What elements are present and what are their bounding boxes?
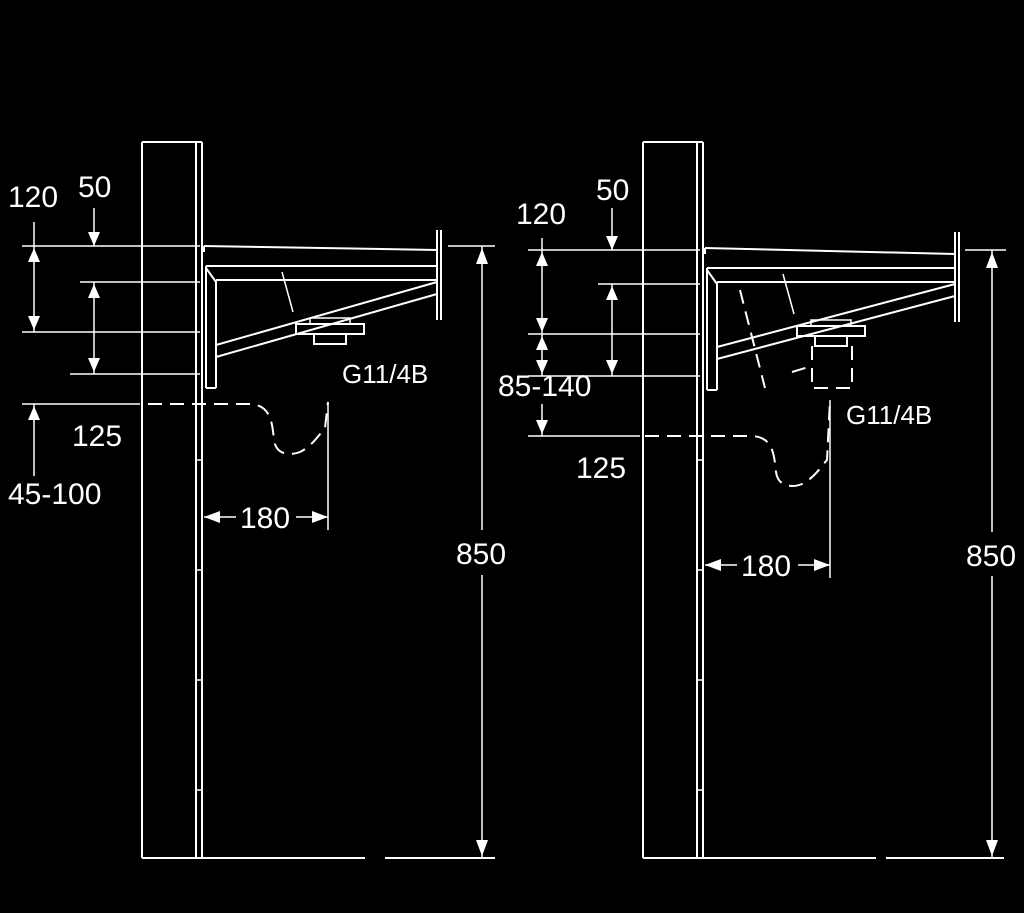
left-dim-120-label: 120 — [8, 181, 58, 214]
right-dim-125: 125 — [528, 283, 700, 485]
left-dim-850: 850 — [448, 245, 506, 858]
right-wall — [642, 141, 1004, 859]
left-thread-label: G11/4B — [342, 359, 428, 389]
right-dim-50-label: 50 — [596, 174, 629, 207]
left-dim-180: 180 — [204, 402, 329, 535]
left-dim-45-100: 45-100 — [8, 403, 140, 511]
right-dim-120-label: 120 — [516, 198, 566, 231]
right-dim-50: 50 — [596, 174, 629, 250]
left-dim-125: 125 — [70, 281, 200, 453]
right-dim-180: 180 — [705, 400, 831, 583]
left-dim-50-label: 50 — [78, 171, 111, 204]
right-dim-85-140-label: 85-140 — [498, 370, 591, 403]
right-view: 120 50 85-140 125 G11/4B — [498, 141, 1016, 859]
right-dim-850-label: 850 — [966, 540, 1016, 573]
left-view: 120 50 125 45-100 G11/4B — [8, 141, 506, 859]
left-sink-bracket — [148, 230, 442, 455]
left-dim-120: 120 — [8, 181, 200, 333]
right-dim-85-140: 85-140 — [498, 334, 700, 403]
right-dim-120: 120 — [516, 198, 700, 335]
left-dim-180-label: 180 — [240, 502, 290, 535]
left-dim-45-100-label: 45-100 — [8, 478, 101, 511]
right-sink-bracket — [645, 232, 960, 487]
right-dim-125-label: 125 — [576, 452, 626, 485]
left-dim-125-label: 125 — [72, 420, 122, 453]
left-dim-50: 50 — [78, 171, 111, 246]
right-thread-label: G11/4B — [846, 400, 932, 430]
left-dim-850-label: 850 — [456, 538, 506, 571]
right-dim-180-label: 180 — [741, 550, 791, 583]
left-wall — [141, 141, 495, 859]
right-dim-850: 850 — [965, 249, 1016, 858]
